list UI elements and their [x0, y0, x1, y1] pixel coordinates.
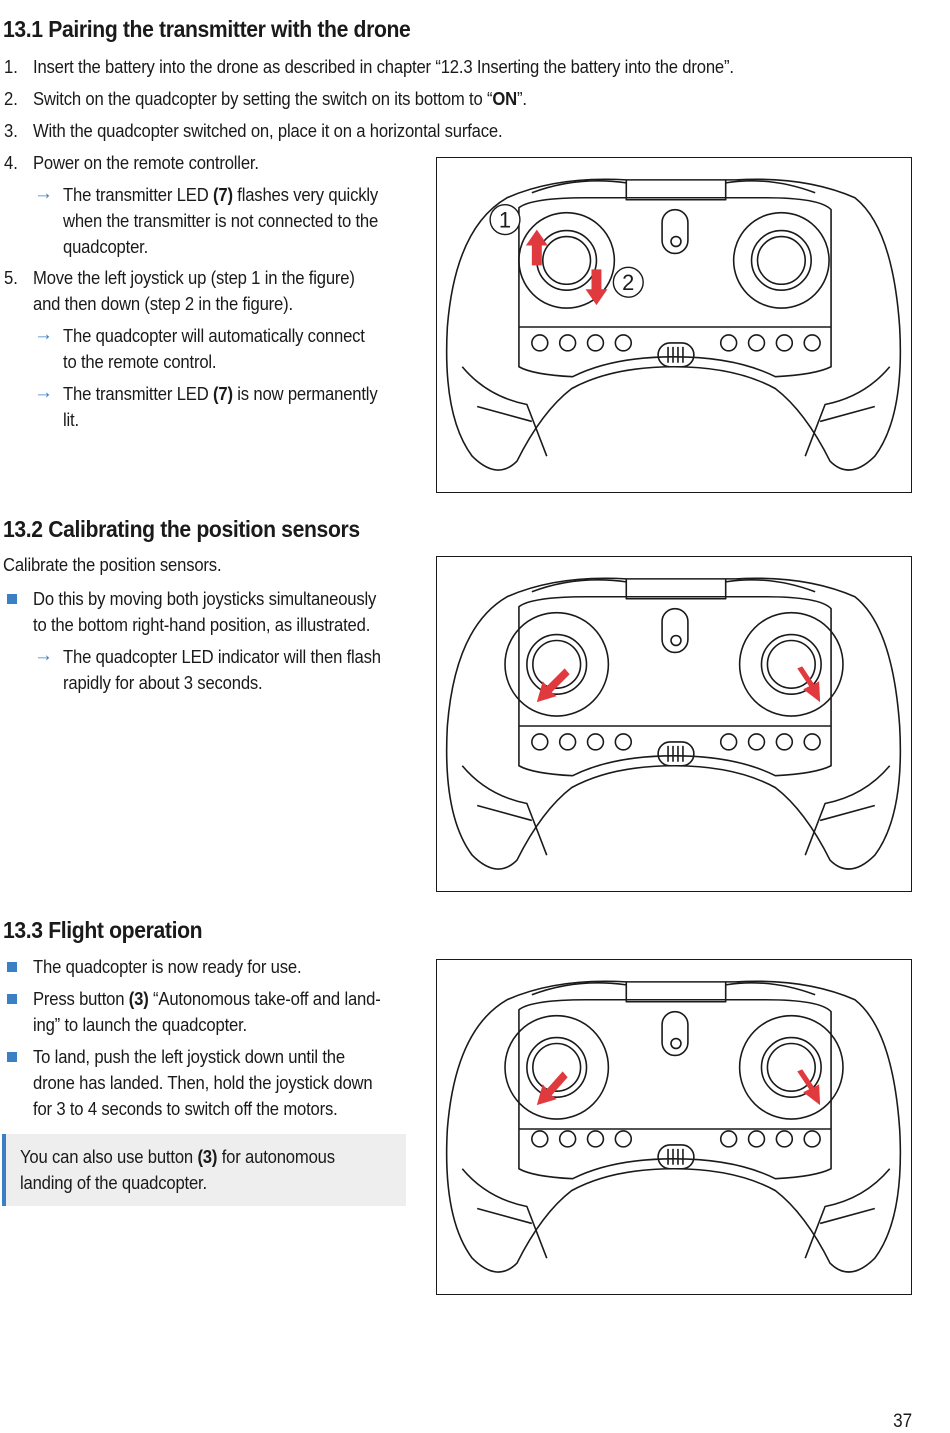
- step-marker-label: 2: [622, 270, 634, 295]
- result-arrow-icon: →: [34, 324, 53, 345]
- controller-figure-calibration: [436, 556, 912, 892]
- bullet-text: for 3 to 4 seconds to switch off the mot…: [33, 1098, 338, 1119]
- section-heading-13-2: 13.2 Calibrating the position sensors: [3, 516, 360, 542]
- controller-figure-flight: [436, 959, 912, 1295]
- result-arrow-icon: →: [34, 645, 53, 666]
- bullet-text: Do this by moving both joysticks simulta…: [33, 588, 377, 609]
- bullet-text: Press button (3) “Autonomous take-off an…: [33, 988, 381, 1010]
- section-heading-13-1: 13.1 Pairing the transmitter with the dr…: [3, 16, 411, 42]
- step-number: 4.: [4, 152, 18, 173]
- controller-illustration: [445, 577, 902, 870]
- result-text-pre: The transmitter LED: [63, 383, 214, 404]
- result-text: rapidly for about 3 seconds.: [63, 672, 263, 693]
- bullet-icon: [7, 1052, 17, 1062]
- intro-text: Calibrate the position sensors.: [3, 554, 222, 575]
- bullet-icon: [7, 994, 17, 1004]
- step-2-text-pre: Switch on the quadcopter by setting the …: [33, 88, 493, 109]
- result-arrow-icon: →: [34, 183, 53, 204]
- result-text: The quadcopter LED indicator will then f…: [63, 646, 381, 667]
- bullet-text: to the bottom right-hand position, as il…: [33, 614, 371, 635]
- red-arrow-icon: [536, 1071, 568, 1106]
- step-number: 1.: [4, 56, 18, 77]
- step-3-text: With the quadcopter switched on, place i…: [33, 120, 503, 141]
- result-text: The transmitter LED (7) flashes very qui…: [63, 184, 378, 206]
- red-arrow-icon: [797, 666, 821, 703]
- controller-illustration: 1 2: [445, 178, 902, 471]
- step-marker-1: [489, 204, 521, 236]
- result-text-pre: The transmitter LED: [63, 184, 214, 205]
- note-box: You can also use button (3) for autonomo…: [2, 1134, 406, 1206]
- step-2-text-post: ”.: [517, 88, 527, 109]
- result-text: when the transmitter is not connected to…: [63, 210, 379, 231]
- result-text-bold: (7): [213, 383, 233, 404]
- result-text: The transmitter LED (7) is now permanent…: [63, 383, 378, 405]
- controller-figure-pairing: 1 2: [436, 157, 912, 493]
- step-5-text: and then down (step 2 in the figure).: [33, 293, 293, 314]
- result-text: quadcopter.: [63, 236, 149, 257]
- step-marker-label: 1: [499, 208, 511, 233]
- bullet-text: To land, push the left joystick down unt…: [33, 1046, 404, 1068]
- bullet-text: drone has landed. Then, hold the joystic…: [33, 1072, 373, 1093]
- note-text-pre: You can also use button: [20, 1146, 198, 1167]
- note-text-bold: (3): [197, 1146, 218, 1167]
- step-5-text-line: Move the left joystick up (step 1 in the…: [33, 267, 355, 288]
- step-number: 3.: [4, 120, 18, 141]
- bullet-icon: [7, 594, 17, 604]
- step-2-text: Switch on the quadcopter by setting the …: [33, 88, 527, 110]
- step-number: 2.: [4, 88, 18, 109]
- step-marker-2: [612, 266, 644, 298]
- bullet-text-post: “Autonomous take-off and land-: [148, 988, 381, 1009]
- result-text: The quadcopter will automatically connec…: [63, 325, 365, 346]
- step-4-text: Power on the remote controller.: [33, 152, 259, 173]
- note-text-post: for autonomous: [217, 1146, 335, 1167]
- bullet-icon: [7, 962, 17, 972]
- bullet-text-line: To land, push the left joystick down unt…: [33, 1046, 345, 1067]
- note-text: landing of the quadcopter.: [20, 1172, 207, 1193]
- step-1-text: Insert the battery into the drone as des…: [33, 56, 734, 77]
- page-number: 37: [892, 1411, 912, 1432]
- note-text: You can also use button (3) for autonomo…: [20, 1146, 335, 1168]
- controller-illustration: [445, 980, 902, 1273]
- result-text-bold: (7): [213, 184, 233, 205]
- result-text-post: is now permanently: [232, 383, 378, 404]
- result-text-post: flashes very quickly: [232, 184, 379, 205]
- result-text: to the remote control.: [63, 351, 217, 372]
- red-arrow-icon: [797, 1069, 821, 1106]
- step-number: 5.: [4, 267, 18, 288]
- result-text: lit.: [63, 409, 79, 430]
- bullet-text: ing” to launch the quadcopter.: [33, 1014, 247, 1035]
- bullet-text-bold: (3): [128, 988, 149, 1009]
- step-2-text-bold: ON: [492, 88, 518, 109]
- step-5-text: Move the left joystick up (step 1 in the…: [33, 267, 404, 289]
- result-arrow-icon: →: [34, 382, 53, 403]
- red-arrow-icon: [536, 668, 570, 703]
- bullet-text: The quadcopter is now ready for use.: [33, 956, 302, 977]
- bullet-text-pre: Press button: [33, 988, 129, 1009]
- section-heading-13-3: 13.3 Flight operation: [3, 917, 203, 943]
